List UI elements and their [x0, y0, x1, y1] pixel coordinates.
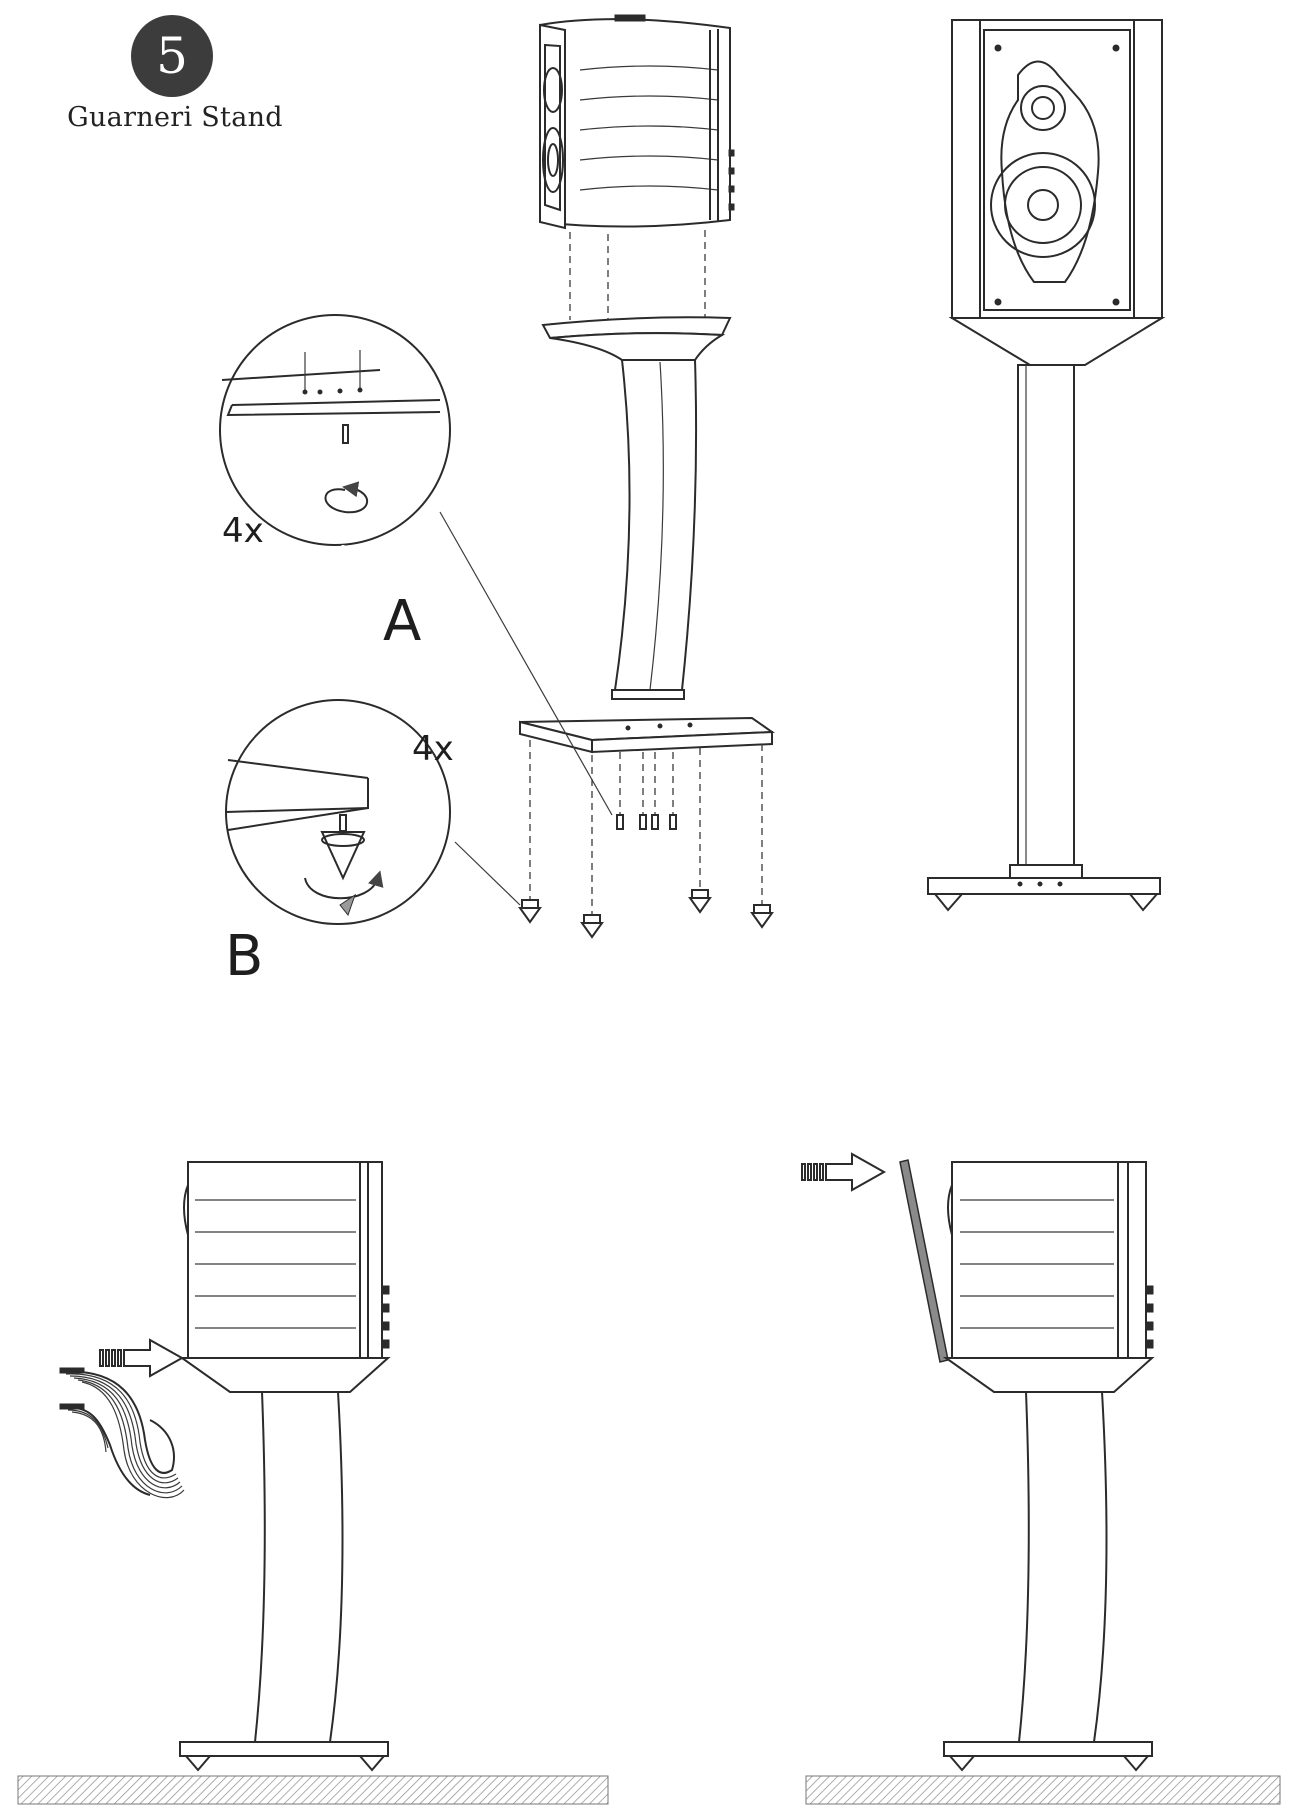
detail-b-letter: B: [225, 924, 263, 989]
detail-b: 4x B: [225, 699, 521, 989]
detail-b-count: 4x: [412, 729, 454, 769]
step-number-badge: 5: [131, 15, 213, 97]
grille-panel: [899, 1159, 949, 1363]
detail-b-leader-line: [454, 841, 521, 906]
spike: [580, 914, 604, 939]
floor: [805, 1775, 1281, 1805]
side-view-right: [801, 1152, 1281, 1805]
spike: [688, 889, 712, 914]
side-view-left: [17, 1161, 609, 1805]
exploded-stand: [518, 316, 775, 939]
spike: [518, 899, 542, 924]
detail-a-count: 4x: [222, 511, 264, 551]
insert-arrow-right: [801, 1152, 887, 1192]
spike: [750, 904, 774, 929]
assembled-front-view: [927, 19, 1166, 912]
step-title: Guarneri Stand: [67, 102, 283, 133]
floor: [17, 1775, 609, 1805]
exploded-guide-lines: [569, 230, 706, 328]
detail-a-letter: A: [383, 589, 421, 654]
insert-arrow-left: [99, 1338, 185, 1378]
exploded-speaker: [539, 14, 735, 230]
detail-a: 4x A: [219, 314, 613, 816]
detail-a-leader-line: [439, 511, 613, 816]
grille-strip: [59, 1367, 185, 1499]
